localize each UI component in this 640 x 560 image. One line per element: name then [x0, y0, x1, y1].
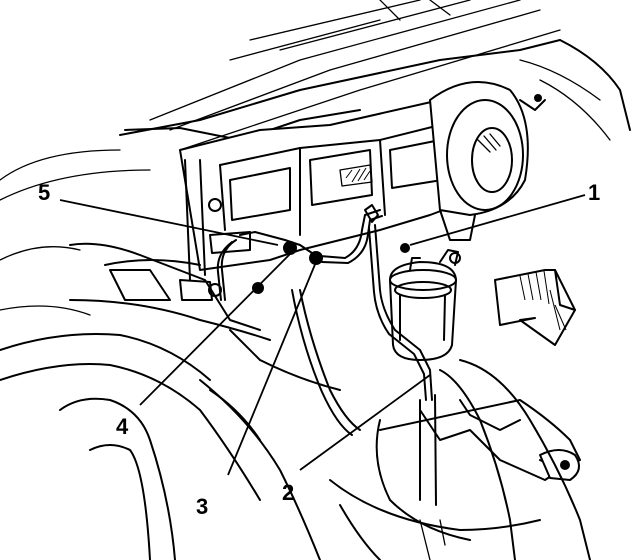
blower-motor [429, 81, 546, 241]
leader-2 [299, 374, 431, 471]
callout-5: 5 [38, 180, 50, 205]
leader-1 [409, 194, 586, 246]
leader-5 [59, 199, 279, 246]
master-cylinder [389, 249, 461, 361]
callout-labels: 1 2 3 4 5 [38, 180, 600, 519]
leader-3 [227, 261, 317, 476]
fender-wheelwell [0, 242, 341, 560]
callout-2: 2 [282, 480, 294, 505]
leader-4 [139, 251, 293, 406]
callout-3: 3 [196, 494, 208, 519]
strut-bracket [329, 359, 591, 560]
callout-1: 1 [588, 180, 600, 205]
front-direction-arrow [494, 269, 576, 346]
brake-lines [216, 204, 433, 436]
leader-lines [59, 194, 586, 476]
callout-4: 4 [116, 414, 129, 439]
housing-block [179, 99, 471, 297]
cowl-panels [0, 0, 631, 201]
